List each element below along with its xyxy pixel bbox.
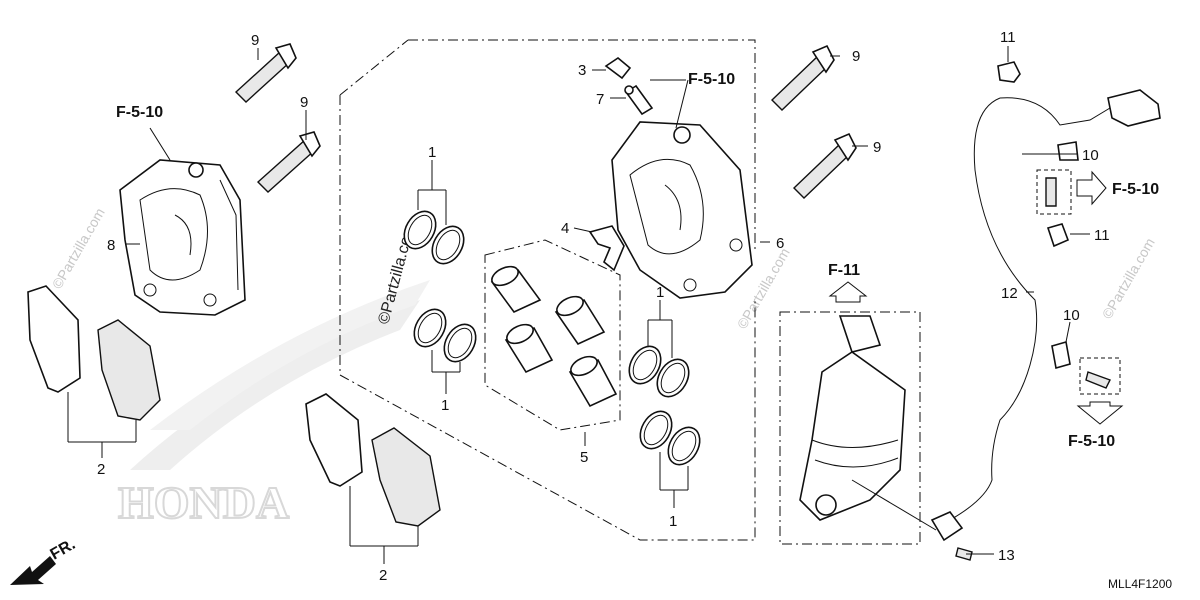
caliper-bolt xyxy=(234,43,297,103)
caliper-bolt xyxy=(792,132,857,199)
callout-caliper-left: 8 xyxy=(107,237,115,254)
piston-seal-set-lower-left xyxy=(413,308,477,363)
watermark-text: ©Partzilla.com xyxy=(49,205,108,291)
bolt-reference-box-upper xyxy=(1036,169,1072,215)
callout-seal-set: 1 xyxy=(428,144,436,161)
caliper-bolt xyxy=(770,44,835,111)
harness-connector xyxy=(1107,89,1161,127)
sensor-bolt xyxy=(955,547,973,561)
callout-bolt: 9 xyxy=(251,32,259,49)
brake-pad-set-center xyxy=(305,393,441,527)
harness-clip xyxy=(1057,141,1079,161)
piston-seal-set-right-upper xyxy=(628,345,690,398)
harness-clamp-upper xyxy=(997,61,1021,83)
callout-clamp: 11 xyxy=(1000,29,1016,46)
pad-spring xyxy=(588,225,625,272)
callout-caliper-right: 6 xyxy=(776,235,784,252)
callout-sensor-bolt: 13 xyxy=(998,547,1015,564)
bleeder-screw xyxy=(624,84,654,116)
speed-sensor-harness xyxy=(949,97,1038,521)
reference-label: F-11 xyxy=(828,262,860,279)
fork-reference-box xyxy=(779,311,921,545)
caliper-bolt xyxy=(256,131,321,193)
callout-bleeder-cap: 3 xyxy=(578,62,586,79)
callout-bolt: 9 xyxy=(873,139,881,156)
reference-arrow-right xyxy=(1076,170,1107,206)
piston-seal-set-right-lower xyxy=(639,410,701,466)
callout-pad-set: 2 xyxy=(97,461,105,478)
reference-label: F-5-10 xyxy=(688,71,735,88)
brake-caliper-left xyxy=(119,159,246,316)
reference-label: F-5-10 xyxy=(116,104,163,121)
watermark-text: ©Partzilla.com xyxy=(1099,235,1158,321)
callout-bolt: 9 xyxy=(852,48,860,65)
harness-bolt-lower xyxy=(1085,371,1111,389)
callout-seal-set: 1 xyxy=(441,397,449,414)
reference-arrow-up xyxy=(828,281,868,303)
callout-clip: 10 xyxy=(1082,147,1099,164)
reference-label: F-5-10 xyxy=(1068,433,1115,450)
reference-label: F-5-10 xyxy=(1112,181,1159,198)
piston-seal-set-upper xyxy=(403,210,465,265)
honda-wing-watermark: HONDA xyxy=(117,280,430,529)
harness-clamp-middle xyxy=(1046,223,1070,248)
callout-bolt: 9 xyxy=(300,94,308,111)
speed-sensor xyxy=(930,511,964,542)
callout-piston-set: 5 xyxy=(580,449,588,466)
caliper-pistons xyxy=(490,265,618,408)
bleeder-cap xyxy=(604,57,632,80)
callout-pad-set: 2 xyxy=(379,567,387,584)
callout-harness: 12 xyxy=(1001,285,1018,302)
caliper-kit-outline xyxy=(339,39,756,541)
harness-clip-lower xyxy=(1051,340,1071,370)
brake-caliper-right xyxy=(611,121,753,299)
honda-brand-watermark: HONDA xyxy=(118,477,289,528)
callout-pad-spring: 4 xyxy=(561,220,569,237)
front-fork-leg xyxy=(799,315,906,521)
callout-clamp: 11 xyxy=(1094,227,1110,244)
brake-pad-set-left xyxy=(27,285,161,421)
callout-clip: 10 xyxy=(1063,307,1080,324)
callout-seal-set: 1 xyxy=(656,284,664,301)
front-direction-arrow: FR. xyxy=(10,536,78,585)
piston-set-outline xyxy=(484,239,621,431)
leader-lines xyxy=(67,46,1090,564)
diagram-code: MLL4F1200 xyxy=(1108,577,1172,591)
callout-seal-set: 1 xyxy=(669,513,677,530)
reference-arrow-down xyxy=(1076,401,1124,425)
callout-bleeder-screw: 7 xyxy=(596,91,604,108)
bolt-reference-box-lower xyxy=(1079,357,1121,395)
harness-bolt-upper xyxy=(1045,177,1057,207)
